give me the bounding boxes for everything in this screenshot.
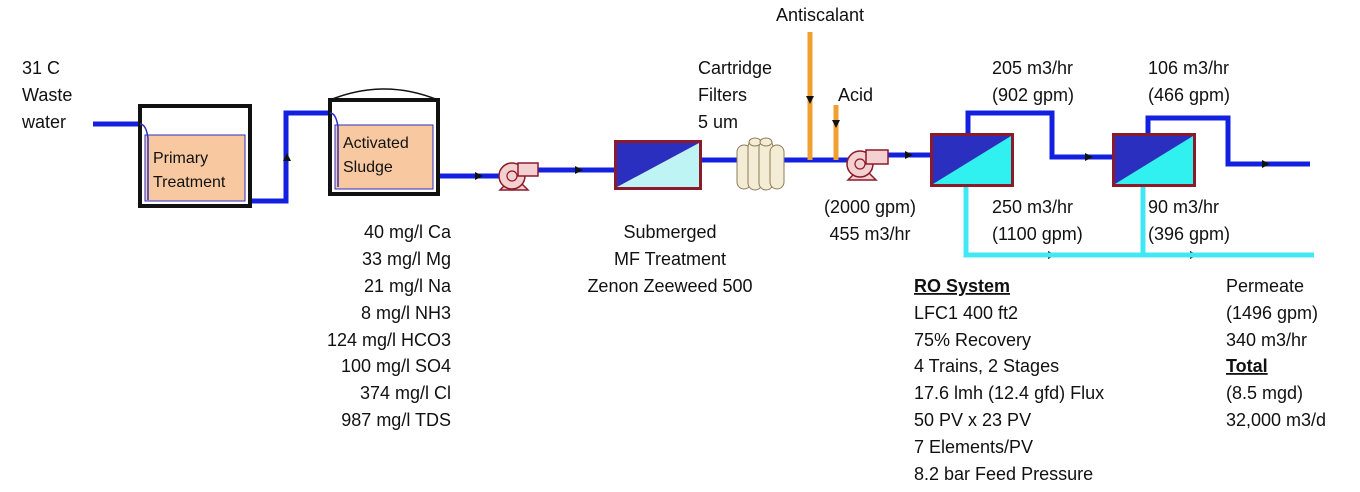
activated-sludge-label: Activated Sludge — [343, 135, 409, 176]
svg-text:Cartridge: Cartridge — [698, 58, 772, 78]
svg-text:Activated: Activated — [343, 135, 409, 152]
water-quality-item: 124 mg/l HCO3 — [327, 330, 451, 350]
svg-text:Permeate: Permeate — [1226, 276, 1304, 296]
ro-spec-line: 17.6 lmh (12.4 gfd) Flux — [914, 383, 1104, 403]
water-quality-item: 21 mg/l Na — [364, 276, 452, 296]
permeate-pipe — [963, 187, 1314, 258]
svg-text:32,000 m3/d: 32,000 m3/d — [1226, 410, 1326, 430]
svg-text:455 m3/hr: 455 m3/hr — [829, 224, 910, 244]
svg-text:Waste: Waste — [22, 85, 72, 105]
ro-spec-line: 4 Trains, 2 Stages — [914, 356, 1059, 376]
svg-text:water: water — [21, 112, 66, 132]
svg-text:(8.5 mgd): (8.5 mgd) — [1226, 383, 1303, 403]
svg-text:205 m3/hr: 205 m3/hr — [992, 58, 1073, 78]
mf-label: Submerged MF Treatment Zenon Zeeweed 500 — [587, 222, 752, 296]
svg-text:MF Treatment: MF Treatment — [614, 249, 726, 269]
primary-treatment-tank — [138, 104, 252, 208]
svg-text:250 m3/hr: 250 m3/hr — [992, 197, 1073, 217]
svg-text:31 C: 31 C — [22, 58, 60, 78]
svg-text:(396 gpm): (396 gpm) — [1148, 224, 1230, 244]
svg-text:106 m3/hr: 106 m3/hr — [1148, 58, 1229, 78]
stage1-concentrate-label: 205 m3/hr (902 gpm) — [992, 58, 1074, 105]
svg-text:Zenon Zeeweed 500: Zenon Zeeweed 500 — [587, 276, 752, 296]
svg-text:Sludge: Sludge — [343, 159, 393, 176]
water-quality-item: 987 mg/l TDS — [341, 410, 451, 430]
activated-sludge-tank — [328, 88, 440, 196]
stage2-concentrate-label: 106 m3/hr (466 gpm) — [1148, 58, 1230, 105]
svg-text:Submerged: Submerged — [623, 222, 716, 242]
mf-membrane-unit — [614, 140, 702, 190]
cartridge-filters — [736, 137, 785, 191]
high-pressure-pump — [846, 149, 889, 181]
svg-text:5 um: 5 um — [698, 112, 738, 132]
water-quality-item: 374 mg/l Cl — [360, 383, 451, 403]
ro-system-specs: RO System LFC1 400 ft2 75% Recovery 4 Tr… — [914, 276, 1104, 484]
ro-spec-line: 50 PV x 23 PV — [914, 410, 1031, 430]
svg-text:(466 gpm): (466 gpm) — [1148, 85, 1230, 105]
svg-text:(1100 gpm): (1100 gpm) — [992, 224, 1083, 244]
ro-spec-line: 8.2 bar Feed Pressure — [914, 464, 1093, 484]
inlet-label: 31 C Waste water — [21, 58, 72, 132]
antiscalant-label: Antiscalant — [776, 5, 864, 25]
svg-text:Primary: Primary — [153, 150, 208, 167]
ro-spec-line: LFC1 400 ft2 — [914, 303, 1018, 323]
ro-spec-line: 75% Recovery — [914, 330, 1031, 350]
svg-text:(902 gpm): (902 gpm) — [992, 85, 1074, 105]
svg-text:(1496 gpm): (1496 gpm) — [1226, 303, 1318, 323]
feed-pipe — [93, 110, 1310, 204]
primary-treatment-label: Primary Treatment — [153, 150, 226, 191]
ro-spec-line: 7 Elements/PV — [914, 437, 1033, 457]
stage1-permeate-label: 250 m3/hr (1100 gpm) — [992, 197, 1083, 244]
cartridge-label: Cartridge Filters 5 um — [698, 58, 772, 132]
svg-text:(2000 gpm): (2000 gpm) — [824, 197, 916, 217]
water-quality-item: 40 mg/l Ca — [364, 222, 452, 242]
feed-flow-label: (2000 gpm) 455 m3/hr — [824, 197, 916, 244]
svg-text:Treatment: Treatment — [153, 174, 226, 191]
water-quality-item: 8 mg/l NH3 — [361, 303, 451, 323]
water-quality-item: 100 mg/l SO4 — [341, 356, 451, 376]
svg-text:Filters: Filters — [698, 85, 747, 105]
ro-stage-1 — [930, 133, 1014, 187]
ro-stage-2 — [1112, 133, 1196, 187]
acid-label: Acid — [838, 85, 873, 105]
water-quality-list: 40 mg/l Ca 33 mg/l Mg 21 mg/l Na 8 mg/l … — [327, 222, 452, 430]
feed-pump-1 — [498, 162, 539, 191]
svg-text:340 m3/hr: 340 m3/hr — [1226, 330, 1307, 350]
svg-text:90 m3/hr: 90 m3/hr — [1148, 197, 1219, 217]
stage2-permeate-label: 90 m3/hr (396 gpm) — [1148, 197, 1230, 244]
permeate-totals: Permeate (1496 gpm) 340 m3/hr Total (8.5… — [1226, 276, 1326, 430]
ro-system-title: RO System — [914, 276, 1010, 296]
water-quality-item: 33 mg/l Mg — [362, 249, 451, 269]
total-title: Total — [1226, 356, 1268, 376]
